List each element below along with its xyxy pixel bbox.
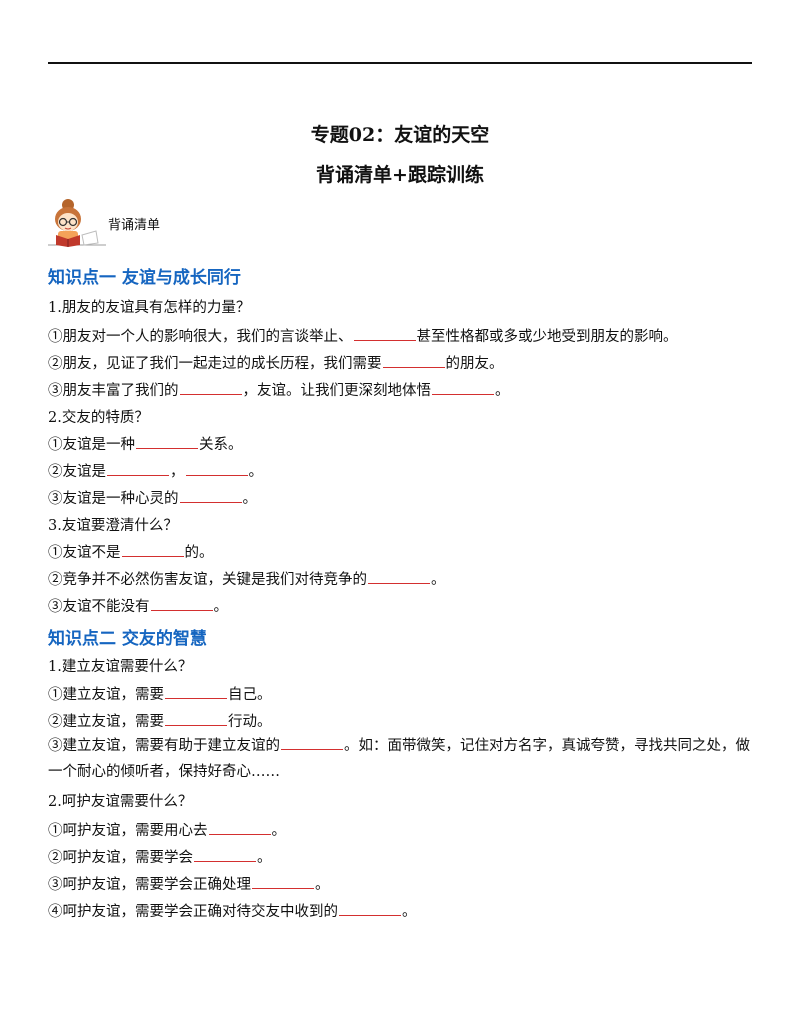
answer-blank[interactable]: [339, 901, 401, 916]
list-item: ①呵护友谊，需要用心去。: [48, 819, 286, 840]
page-subtitle: 背诵清单+跟踪训练: [316, 164, 484, 186]
section-label: 背诵清单: [108, 218, 161, 233]
answer-blank[interactable]: [382, 353, 445, 368]
question: 3.友谊要澄清什么？: [48, 518, 178, 534]
answer-blank[interactable]: [368, 569, 430, 584]
answer-blank[interactable]: [252, 874, 314, 889]
answer-blank[interactable]: [165, 711, 227, 726]
answer-blank[interactable]: [136, 434, 198, 449]
answer-blank[interactable]: [179, 488, 242, 503]
page-title: 专题02：友谊的天空: [310, 124, 490, 146]
list-item: ③朋友丰富了我们的，友谊。让我们更深刻地体悟。: [48, 379, 510, 400]
list-item: ①建立友谊，需要自己。: [48, 683, 272, 704]
reading-girl-icon: [48, 199, 106, 247]
answer-blank[interactable]: [179, 380, 242, 395]
answer-blank[interactable]: [107, 461, 169, 476]
list-item: ①友谊是一种关系。: [48, 433, 243, 454]
answer-blank[interactable]: [194, 847, 256, 862]
top-rule: [48, 62, 752, 64]
answer-blank[interactable]: [208, 820, 271, 835]
list-item: ④呵护友谊，需要学会正确对待交友中收到的。: [48, 900, 417, 921]
list-item: ③友谊是一种心灵的。: [48, 487, 257, 508]
list-item: ③呵护友谊，需要学会正确处理。: [48, 873, 330, 894]
question: 1.朋友的友谊具有怎样的力量？: [48, 300, 251, 316]
list-item: ②友谊是，。: [48, 460, 263, 481]
answer-blank[interactable]: [432, 380, 494, 395]
section-heading-2: 知识点二 交友的智慧: [48, 629, 207, 649]
list-item: ②呵护友谊，需要学会。: [48, 846, 272, 867]
list-item: ③友谊不能没有。: [48, 595, 228, 616]
list-item: ①友谊不是的。: [48, 541, 214, 562]
answer-blank[interactable]: [185, 461, 248, 476]
answer-blank[interactable]: [165, 684, 227, 699]
question: 2.交友的特质？: [48, 410, 149, 426]
list-item: ③建立友谊，需要有助于建立友谊的。如：面带微笑，记住对方名字，真诚夸赞，寻找共同…: [48, 733, 754, 785]
section-heading-1: 知识点一 友谊与成长同行: [48, 268, 241, 288]
list-item: ②竞争并不必然伤害友谊，关键是我们对待竞争的。: [48, 568, 446, 589]
question: 2.呵护友谊需要什么？: [48, 794, 193, 810]
question: 1.建立友谊需要什么？: [48, 659, 193, 675]
list-item: ①朋友对一个人的影响很大，我们的言谈举止、甚至性格都或多或少地受到朋友的影响。: [48, 325, 678, 346]
list-item: ②建立友谊，需要行动。: [48, 710, 272, 731]
answer-blank[interactable]: [281, 735, 343, 750]
answer-blank[interactable]: [353, 326, 416, 341]
list-item: ②朋友，见证了我们一起走过的成长历程，我们需要的朋友。: [48, 352, 504, 373]
answer-blank[interactable]: [150, 596, 213, 611]
answer-blank[interactable]: [121, 542, 184, 557]
